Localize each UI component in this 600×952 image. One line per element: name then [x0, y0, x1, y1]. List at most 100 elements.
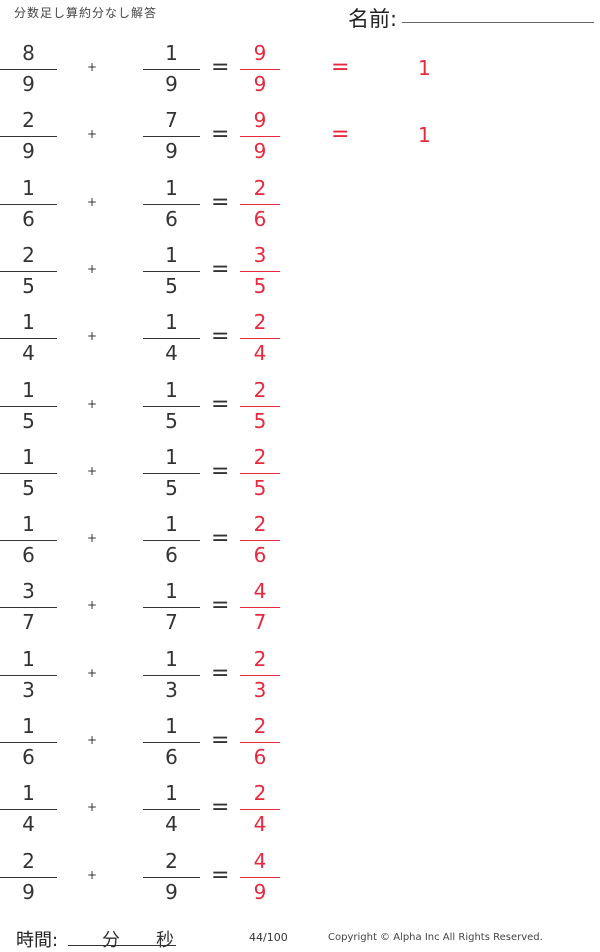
seconds-label: 秒 — [156, 930, 174, 951]
numerator: 1 — [165, 377, 178, 402]
denominator: 4 — [22, 812, 35, 837]
name-field-line[interactable] — [402, 22, 594, 23]
fraction-bar — [143, 203, 200, 205]
fraction-bar — [240, 136, 280, 138]
plus-sign: + — [87, 733, 98, 747]
denominator: 7 — [253, 610, 267, 635]
numerator: 1 — [22, 175, 35, 200]
fraction-bar — [0, 540, 57, 542]
plus-sign: + — [87, 60, 98, 74]
numerator: 1 — [22, 512, 35, 537]
fraction-bar — [240, 203, 280, 205]
numerator: 2 — [22, 108, 35, 133]
numerator: 2 — [253, 377, 267, 402]
numerator: 8 — [22, 41, 35, 65]
fraction-bar — [0, 405, 57, 407]
name-label: 名前: — [348, 7, 398, 31]
copyright: Copyright © Alpha Inc All Rights Reserve… — [328, 932, 543, 943]
simplified-equals-sign: = — [331, 122, 350, 148]
denominator: 5 — [253, 475, 267, 500]
numerator: 1 — [165, 310, 178, 335]
numerator: 3 — [253, 242, 267, 267]
numerator: 9 — [253, 108, 267, 133]
denominator: 4 — [165, 341, 178, 366]
denominator: 5 — [165, 408, 178, 433]
simplified-equals-sign: = — [331, 55, 350, 80]
denominator: 5 — [22, 475, 35, 500]
plus-sign: + — [87, 665, 98, 680]
numerator: 1 — [22, 646, 35, 671]
fraction-bar — [240, 472, 280, 474]
fraction-bar — [143, 472, 200, 474]
numerator: 4 — [253, 579, 267, 604]
numerator: 1 — [165, 781, 178, 806]
page-number: 44/100 — [249, 931, 288, 944]
plus-sign: + — [87, 800, 98, 815]
fraction-bar — [0, 203, 57, 205]
denominator: 5 — [22, 273, 35, 298]
numerator: 2 — [253, 781, 267, 806]
plus-sign: + — [87, 867, 98, 882]
fraction-bar — [240, 607, 280, 609]
fraction-bar — [143, 405, 200, 407]
equals-sign: = — [211, 55, 230, 80]
numerator: 3 — [22, 579, 35, 604]
time-label: 時間: — [16, 930, 59, 951]
plus-sign: + — [87, 531, 98, 546]
fraction-bar — [240, 270, 280, 272]
numerator: 1 — [22, 714, 35, 738]
denominator: 5 — [253, 408, 267, 433]
fraction-bar — [0, 472, 57, 474]
fraction-bar — [143, 338, 200, 340]
numerator: 1 — [22, 781, 35, 806]
fraction-bar — [143, 540, 200, 542]
plus-sign: + — [87, 194, 98, 209]
numerator: 1 — [165, 242, 178, 267]
numerator: 1 — [165, 646, 178, 671]
plus-sign: + — [87, 329, 98, 344]
plus-sign: + — [87, 261, 98, 276]
fraction-bar — [0, 742, 57, 743]
denominator: 6 — [22, 206, 35, 231]
plus-sign: + — [87, 463, 98, 478]
plus-sign: + — [87, 127, 98, 142]
equals-sign: = — [211, 660, 230, 686]
numerator: 1 — [165, 175, 178, 200]
numerator: 4 — [253, 848, 267, 873]
equals-sign: = — [211, 122, 230, 148]
time-field-line[interactable] — [68, 945, 176, 946]
denominator: 7 — [165, 610, 178, 635]
denominator: 9 — [22, 879, 35, 904]
denominator: 4 — [22, 341, 35, 366]
numerator: 1 — [22, 444, 35, 469]
fraction-bar — [143, 876, 200, 878]
fraction-bar — [0, 607, 57, 609]
numerator: 2 — [22, 848, 35, 873]
fraction-bar — [0, 809, 57, 811]
denominator: 5 — [22, 408, 35, 433]
numerator: 2 — [165, 848, 178, 873]
equals-sign: = — [211, 526, 230, 552]
fraction-bar — [143, 69, 200, 70]
